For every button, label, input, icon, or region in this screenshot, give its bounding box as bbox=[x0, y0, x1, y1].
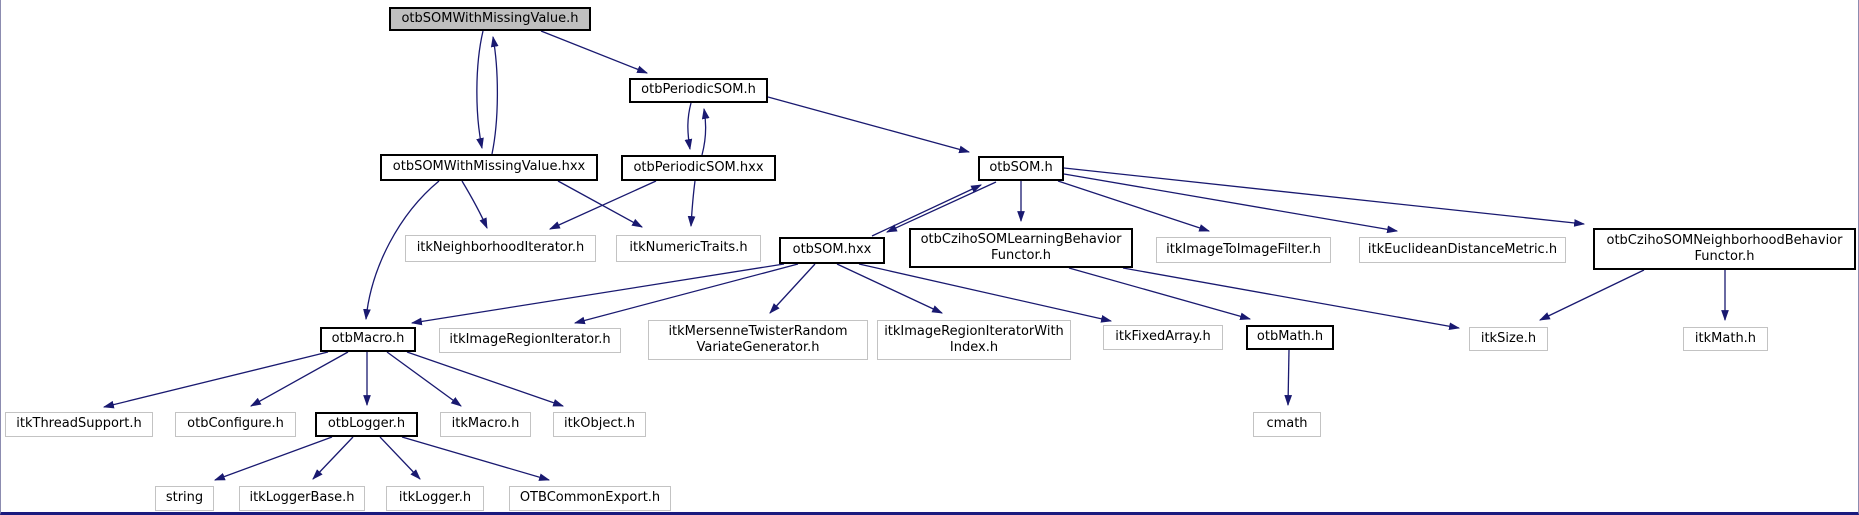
edge-otbLogger_h-to-OTBCommonExport_h bbox=[401, 436, 551, 481]
edge-otbPeriodicSOM_h-to-otbPeriodicSOM_hxx bbox=[684, 102, 693, 151]
node-string[interactable]: string bbox=[155, 486, 214, 511]
node-otbCzihoSOMLearningBehaviorFunctor_h[interactable]: otbCzihoSOMLearningBehavior Functor.h bbox=[909, 228, 1133, 268]
edge-otbSOMWithMissingValue_h-to-otbPeriodicSOM_h bbox=[540, 30, 649, 74]
node-otbPeriodicSOM_h[interactable]: otbPeriodicSOM.h bbox=[629, 78, 768, 103]
edge-otbCzihoSOMLearningBehaviorFunctor_h-to-itkSize_h bbox=[1122, 267, 1461, 331]
edge-otbSOM_hxx-to-otbMacro_h bbox=[410, 263, 785, 326]
node-otbSOMWithMissingValue_hxx[interactable]: otbSOMWithMissingValue.hxx bbox=[380, 154, 598, 181]
node-itkThreadSupport_h[interactable]: itkThreadSupport.h bbox=[5, 412, 153, 437]
node-cmath[interactable]: cmath bbox=[1253, 412, 1321, 437]
node-itkMath_h[interactable]: itkMath.h bbox=[1683, 327, 1768, 351]
edge-otbSOM_hxx-to-itkImageRegionIterator_h bbox=[573, 263, 799, 325]
node-itkImageToImageFilter_h[interactable]: itkImageToImageFilter.h bbox=[1156, 237, 1331, 263]
edge-otbSOM_hxx-to-otbSOM_h bbox=[871, 184, 982, 237]
edge-otbSOM_h-to-otbSOM_hxx bbox=[886, 181, 997, 233]
node-itkNeighborhoodIterator_h[interactable]: itkNeighborhoodIterator.h bbox=[405, 235, 596, 262]
node-otbLogger_h[interactable]: otbLogger.h bbox=[315, 412, 418, 437]
edge-otbSOM_h-to-itkEuclideanDistanceMetric_h bbox=[1063, 173, 1399, 234]
node-otbMacro_h[interactable]: otbMacro.h bbox=[320, 327, 416, 352]
node-otbSOM_h[interactable]: otbSOM.h bbox=[978, 156, 1064, 181]
edge-otbSOM_h-to-itkImageToImageFilter_h bbox=[1057, 180, 1211, 232]
edge-otbLogger_h-to-itkLogger_h bbox=[379, 436, 421, 480]
edge-otbSOM_hxx-to-itkMersenneTwisterRandomVariateGenerator_h bbox=[769, 263, 816, 314]
node-otbConfigure_h[interactable]: otbConfigure.h bbox=[175, 412, 296, 437]
edge-otbSOMWithMissingValue_hxx-to-itkNumericTraits_h bbox=[557, 180, 643, 228]
node-otbMath_h[interactable]: otbMath.h bbox=[1246, 325, 1334, 350]
edge-otbCzihoSOMNeighborhoodBehaviorFunctor_h-to-itkSize_h bbox=[1539, 269, 1645, 321]
node-itkObject_h[interactable]: itkObject.h bbox=[553, 412, 646, 437]
node-itkMacro_h[interactable]: itkMacro.h bbox=[440, 412, 531, 437]
edge-otbPeriodicSOM_hxx-to-itkNeighborhoodIterator_h bbox=[548, 180, 657, 230]
edge-otbMacro_h-to-itkMacro_h bbox=[386, 351, 462, 407]
edge-otbSOMWithMissingValue_hxx-to-otbSOMWithMissingValue_h bbox=[490, 35, 499, 155]
edge-otbLogger_h-to-itkLoggerBase_h bbox=[312, 436, 354, 480]
edge-otbMacro_h-to-itkObject_h bbox=[406, 351, 565, 407]
node-itkSize_h[interactable]: itkSize.h bbox=[1469, 327, 1548, 351]
edge-otbSOMWithMissingValue_h-to-otbSOMWithMissingValue_hxx bbox=[476, 30, 484, 150]
node-otbSOM_hxx[interactable]: otbSOM.hxx bbox=[779, 237, 885, 264]
edge-otbPeriodicSOM_hxx-to-otbPeriodicSOM_h bbox=[701, 107, 710, 156]
node-itkLogger_h[interactable]: itkLogger.h bbox=[386, 486, 484, 511]
edge-otbCzihoSOMLearningBehaviorFunctor_h-to-otbMath_h bbox=[1068, 267, 1252, 321]
edge-otbSOM_hxx-to-itkFixedArray_h bbox=[858, 263, 1113, 323]
node-OTBCommonExport_h[interactable]: OTBCommonExport.h bbox=[509, 486, 671, 511]
edge-otbSOM_hxx-to-itkImageRegionIteratorWithIndex_h bbox=[836, 263, 943, 314]
edge-otbPeriodicSOM_hxx-to-itkNumericTraits_h bbox=[687, 180, 696, 228]
edge-otbSOMWithMissingValue_hxx-to-itkNeighborhoodIterator_h bbox=[461, 180, 488, 230]
node-otbSOMWithMissingValue_h[interactable]: otbSOMWithMissingValue.h bbox=[389, 7, 591, 31]
node-itkMersenneTwisterRandomVariateGenerator_h[interactable]: itkMersenneTwisterRandom VariateGenerato… bbox=[648, 320, 868, 360]
node-otbPeriodicSOM_hxx[interactable]: otbPeriodicSOM.hxx bbox=[621, 155, 776, 181]
node-otbCzihoSOMNeighborhoodBehaviorFunctor_h[interactable]: otbCzihoSOMNeighborhoodBehavior Functor.… bbox=[1593, 228, 1856, 270]
edge-otbMacro_h-to-otbConfigure_h bbox=[250, 351, 349, 407]
edge-otbLogger_h-to-string bbox=[213, 436, 333, 481]
edge-otbMacro_h-to-itkThreadSupport_h bbox=[102, 351, 329, 409]
node-itkImageRegionIteratorWithIndex_h[interactable]: itkImageRegionIteratorWith Index.h bbox=[877, 320, 1071, 360]
node-itkImageRegionIterator_h[interactable]: itkImageRegionIterator.h bbox=[439, 328, 621, 353]
edge-otbMath_h-to-cmath bbox=[1284, 349, 1293, 407]
edge-otbPeriodicSOM_h-to-otbSOM_h bbox=[767, 96, 971, 154]
edge-otbSOMWithMissingValue_hxx-to-otbMacro_h bbox=[363, 180, 440, 321]
edge-otbSOM_h-to-otbCzihoSOMNeighborhoodBehaviorFunctor_h bbox=[1063, 167, 1586, 227]
node-itkNumericTraits_h[interactable]: itkNumericTraits.h bbox=[616, 235, 761, 262]
node-itkFixedArray_h[interactable]: itkFixedArray.h bbox=[1103, 325, 1223, 350]
node-itkLoggerBase_h[interactable]: itkLoggerBase.h bbox=[239, 486, 365, 511]
node-itkEuclideanDistanceMetric_h[interactable]: itkEuclideanDistanceMetric.h bbox=[1359, 237, 1566, 263]
